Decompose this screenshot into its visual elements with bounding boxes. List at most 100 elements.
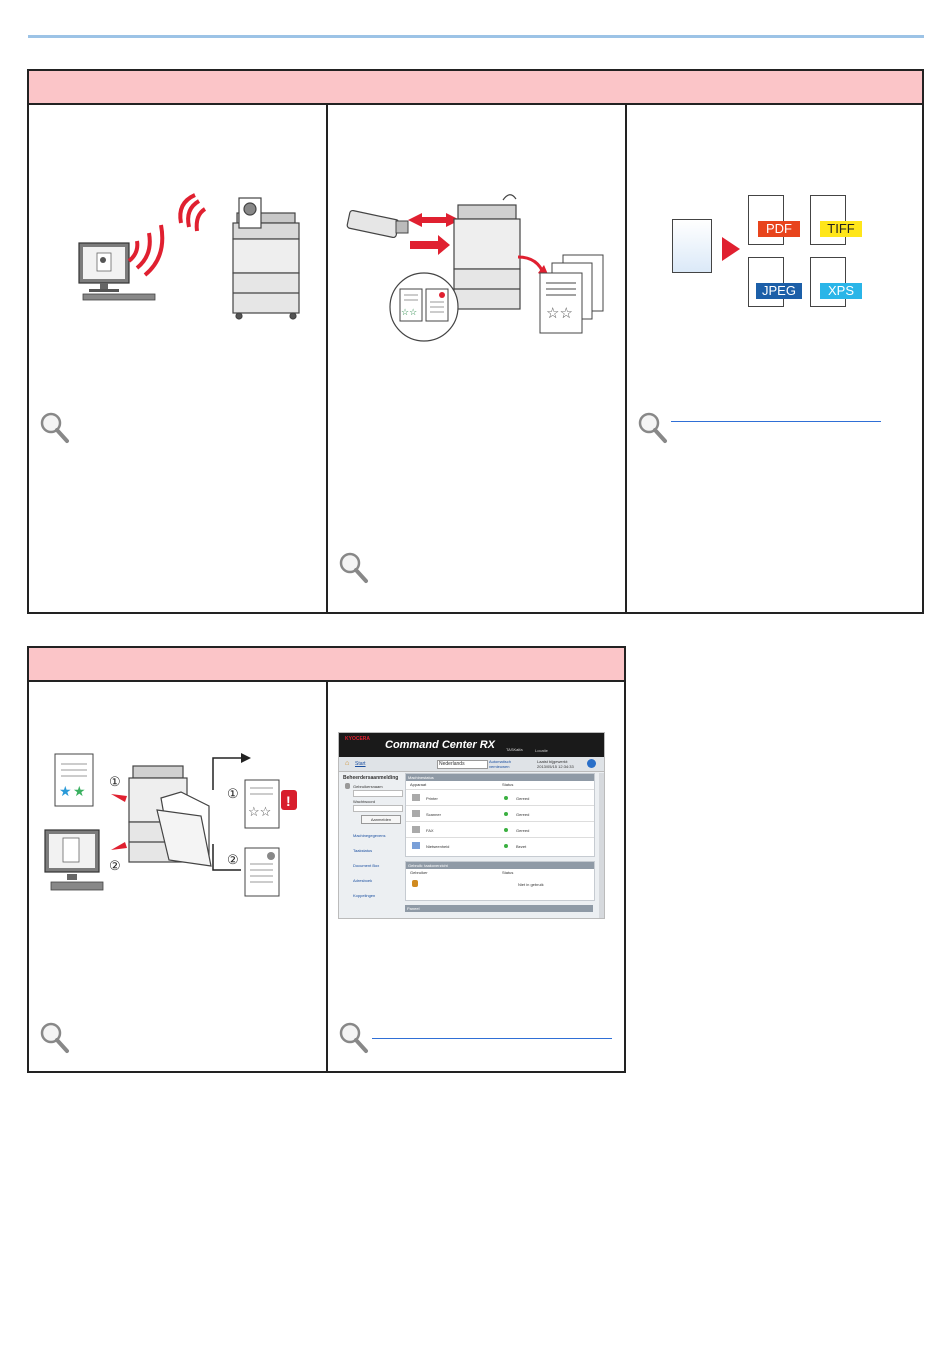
- arrow-icon: [111, 794, 127, 802]
- step-one-label: ①: [109, 774, 121, 789]
- computer-icon: [78, 242, 156, 301]
- cell-document-box: ★ ★ ① ②: [29, 682, 328, 1071]
- cc-nav-item[interactable]: Koppelingen: [353, 893, 376, 898]
- stored-document-icon: ☆☆: [244, 779, 280, 829]
- svg-text:☆☆: ☆☆: [401, 307, 417, 317]
- cc-device-row[interactable]: Printer Gereed: [406, 789, 594, 806]
- printer-icon: [453, 194, 521, 310]
- cc-device-row[interactable]: Nietseenheid Bezet: [406, 837, 594, 854]
- warning-icon: !: [281, 790, 297, 810]
- cc-device-status: Gereed: [516, 828, 530, 833]
- cc-device-name: Printer: [426, 796, 438, 801]
- stored-document-icon: [244, 847, 280, 897]
- command-center-screenshot: KYOCERA Command Center RX TASKalfa Locat…: [338, 732, 605, 919]
- svg-text:!: !: [286, 793, 291, 809]
- svg-text:☆☆: ☆☆: [546, 305, 573, 322]
- xps-document-icon: [810, 257, 846, 307]
- magnifier-icon: [638, 412, 667, 443]
- cc-device-row[interactable]: Scanner Gereed: [406, 805, 594, 822]
- cc-password-input[interactable]: [353, 805, 403, 812]
- formats-illustration: PDF TIFF JPEG XPS: [672, 195, 882, 310]
- cc-sidebar: Beheerdersaanmelding Gebruikersnaam Wach…: [343, 775, 403, 915]
- cc-nav-item[interactable]: Machinegegevens: [353, 833, 386, 838]
- cc-col-status: Status: [502, 782, 514, 787]
- format-xps: XPS: [820, 283, 862, 299]
- cell-command-center: KYOCERA Command Center RX TASKalfa Locat…: [328, 682, 624, 1071]
- svg-text:☆☆: ☆☆: [248, 804, 271, 819]
- cc-nav-item[interactable]: Document Box: [353, 863, 380, 868]
- magnifier-icon: [40, 1022, 69, 1053]
- cc-nav-item[interactable]: Adresboek: [353, 878, 373, 883]
- scanner-icon: [412, 810, 420, 817]
- printer-icon: [412, 794, 420, 801]
- document-box-illustration: ★ ★ ① ②: [44, 753, 297, 897]
- status-ok-icon: [504, 828, 508, 832]
- cc-user-status: Niet in gebruik: [518, 882, 544, 887]
- cc-password-label: Wachtwoord: [353, 799, 376, 804]
- cc-header: KYOCERA Command Center RX TASKalfa Locat…: [339, 733, 604, 757]
- arrow-icon: [111, 842, 127, 850]
- panel-header-bottom: [29, 648, 624, 682]
- wireless-print-illustration: [78, 193, 300, 320]
- cc-login-button[interactable]: Aanmelden: [361, 815, 401, 824]
- svg-text:★: ★: [59, 783, 72, 799]
- cc-device-section-title: Machinestatus: [406, 774, 594, 781]
- cc-device-section: Machinestatus Apparaat Status Printer Ge…: [405, 773, 595, 857]
- format-tiff: TIFF: [820, 221, 862, 237]
- refresh-icon[interactable]: [587, 759, 596, 768]
- cc-user-section: Gebruik: taakoverzicht Gebruiker Status …: [405, 861, 595, 901]
- cc-col-user: Gebruiker: [410, 870, 428, 875]
- tiff-document-icon: [810, 195, 846, 245]
- cc-language-select[interactable]: Nederlands: [437, 760, 488, 769]
- cc-scrollbar[interactable]: [599, 773, 604, 918]
- magnifier-icon: [40, 412, 69, 443]
- cc-device-name: FAX: [426, 828, 434, 833]
- status-ok-icon: [504, 844, 508, 848]
- cc-local: Locatie: [535, 748, 548, 753]
- svg-text:★: ★: [73, 783, 86, 799]
- cc-start-link[interactable]: Start: [355, 761, 366, 767]
- top-rule: [28, 35, 924, 38]
- wireless-waves-icon: [127, 193, 207, 277]
- usb-print-illustration: ☆☆ ☆☆: [346, 194, 604, 342]
- panel-header-top: [29, 71, 922, 105]
- magnifier-icon: [339, 552, 368, 583]
- cc-panel-section-title: Paneel: [405, 905, 593, 912]
- step-one-label: ①: [227, 786, 239, 801]
- zoom-document-icon: ☆☆: [389, 272, 459, 342]
- status-ok-icon: [504, 796, 508, 800]
- cell-wireless: [29, 105, 328, 612]
- reference-link[interactable]: [372, 1038, 612, 1039]
- cc-device-name: Nietseenheid: [426, 844, 450, 849]
- computer-icon: [44, 829, 104, 891]
- output-pages-icon: ☆☆: [539, 254, 604, 334]
- cc-user-section-title: Gebruik: taakoverzicht: [406, 862, 594, 869]
- pdf-document-icon: [748, 195, 784, 245]
- step-two-label: ②: [109, 858, 121, 873]
- jpeg-document-icon: [748, 257, 784, 307]
- cc-title: Command Center RX: [385, 739, 496, 751]
- home-icon: ⌂: [345, 760, 350, 767]
- cc-last-updated-value: 2013/05/15 12:34:33: [537, 764, 574, 769]
- cc-device-row[interactable]: FAX Gereed: [406, 821, 594, 838]
- user-icon: [412, 880, 418, 887]
- cc-nav-item[interactable]: Taakstatus: [353, 848, 373, 853]
- printer-icon: [232, 197, 300, 320]
- folder-icon: [156, 791, 212, 867]
- fax-icon: [412, 826, 420, 833]
- cc-col-device: Apparaat: [410, 782, 427, 787]
- cc-subtitle: TASKalfa: [506, 747, 523, 752]
- cc-auto-refresh[interactable]: Automatisch vernieuwen: [489, 759, 512, 769]
- stapler-icon: [412, 842, 420, 849]
- step-two-label: ②: [227, 852, 239, 867]
- status-ok-icon: [504, 812, 508, 816]
- cc-username-input[interactable]: [353, 790, 403, 797]
- reference-link[interactable]: [671, 421, 881, 422]
- user-icon: [345, 783, 350, 789]
- cc-device-status: Bezet: [516, 844, 527, 849]
- cc-username-label: Gebruikersnaam: [353, 784, 383, 789]
- source-document-icon: ★ ★: [54, 753, 94, 807]
- cell-usb: ☆☆ ☆☆: [328, 105, 627, 612]
- cc-brand: KYOCERA: [345, 736, 371, 742]
- cc-col-user-status: Status: [502, 870, 514, 875]
